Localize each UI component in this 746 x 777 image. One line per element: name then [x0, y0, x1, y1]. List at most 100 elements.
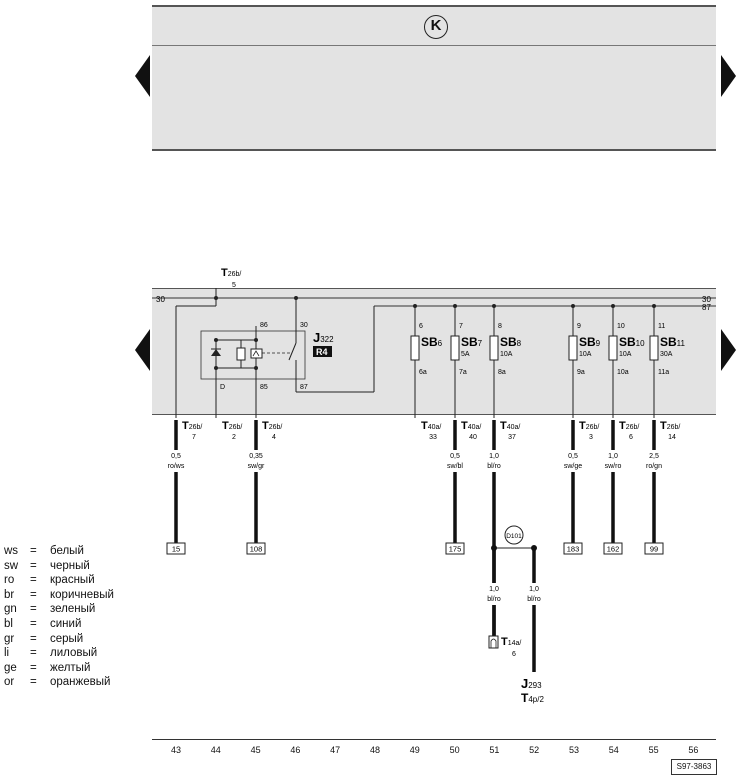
- wire-color: sw/gr: [248, 463, 265, 470]
- connector-6: T26b/3: [579, 420, 599, 441]
- fuse-icon: [489, 335, 499, 361]
- legend-code: ro: [4, 574, 15, 587]
- wire-4: 0,5sw/ge: [559, 420, 587, 543]
- header-divider: [152, 45, 716, 46]
- wire-8: 1,0 bl/ro: [520, 548, 548, 672]
- prev-page-arrow-icon[interactable]: [135, 329, 150, 371]
- legend-row: ws=белый: [4, 544, 114, 559]
- ref-number: 99: [650, 545, 658, 554]
- connector-pin: 2: [232, 434, 236, 441]
- column-number: 54: [608, 745, 619, 755]
- wire-6: 2,5ro/gn: [640, 420, 668, 543]
- ground-symbol-icon: K: [424, 15, 448, 39]
- legend-name: синий: [50, 617, 82, 630]
- column-number: 45: [250, 745, 261, 755]
- legend-row: ro=красный: [4, 573, 114, 588]
- column-number: 46: [290, 745, 301, 755]
- connector-pin: 7: [192, 434, 196, 441]
- connector-label: T40a/: [461, 420, 481, 432]
- wire-size: 0,5: [171, 453, 181, 460]
- legend-row: bl=синий: [4, 617, 114, 632]
- ref-number: 108: [250, 545, 263, 554]
- rail-87-right-label: 87: [702, 303, 711, 312]
- wire-size: 1,0: [529, 586, 539, 593]
- fuse-output-pin: 9a: [577, 369, 585, 376]
- fuse-output-pin: 11a: [658, 369, 669, 376]
- ref-number: 15: [172, 545, 180, 554]
- fuse-input-pin: 7: [459, 323, 463, 330]
- wire-size: 2,5: [649, 453, 659, 460]
- legend-eq: =: [30, 647, 37, 660]
- connector-1: T26b/2: [222, 420, 242, 441]
- wire-size: 1,0: [489, 453, 499, 460]
- connector-pin: 6: [629, 434, 633, 441]
- rail-30-right-label: 30: [702, 295, 711, 304]
- ref-box[interactable]: 99: [644, 542, 664, 555]
- top-connector-label: T26b/: [221, 267, 241, 279]
- ref-box[interactable]: 162: [603, 542, 623, 555]
- legend-code: or: [4, 676, 15, 689]
- wire-size: 0,5: [450, 453, 460, 460]
- legend-eq: =: [30, 632, 37, 645]
- resistor-icon: [236, 347, 246, 361]
- relay-switch-icon: [288, 342, 297, 361]
- connector-pin: 3: [589, 434, 593, 441]
- legend-row: ge=желтый: [4, 661, 114, 676]
- prev-page-top-arrow-icon[interactable]: [135, 55, 150, 97]
- legend-eq: =: [30, 559, 37, 572]
- ref-box[interactable]: 108: [246, 542, 266, 555]
- legend-name: черный: [50, 559, 90, 572]
- wire-5: 1,0 sw/ro: [599, 420, 627, 543]
- legend-eq: =: [30, 676, 37, 689]
- legend-eq: =: [30, 588, 37, 601]
- fuse-group: 66aSB677aSB75A88aSB810A99aSB910A1010aSB1…: [410, 304, 686, 418]
- fuse-output-pin: 6a: [419, 369, 427, 376]
- relay-box: [200, 330, 306, 380]
- legend-code: sw: [4, 559, 19, 572]
- fuse-box-panel: [152, 288, 716, 415]
- wire-color: bl/ro: [487, 596, 501, 603]
- ref-box[interactable]: 15: [166, 542, 186, 555]
- fuse-output-pin: 10a: [617, 369, 629, 376]
- connector-pin: 4: [272, 434, 276, 441]
- relay-pin-87: 87: [300, 384, 308, 391]
- legend-name: серый: [50, 632, 84, 645]
- legend-code: br: [4, 588, 15, 601]
- component-j293-connector: T4p/2: [521, 691, 544, 705]
- connector-label: T26b/: [262, 420, 282, 432]
- fuse-rating: 30A: [660, 351, 673, 358]
- splice-dot: [491, 545, 497, 551]
- ref-box[interactable]: 183: [563, 542, 583, 555]
- connector-pin: 40: [469, 434, 477, 441]
- legend-eq: =: [30, 617, 37, 630]
- ref-number: 162: [607, 545, 620, 554]
- relay-pin-D: D: [220, 384, 225, 391]
- legend-code: ge: [4, 661, 17, 674]
- fuse-input-pin: 6: [419, 323, 423, 330]
- wire-color: sw/ro: [605, 463, 622, 470]
- wire-group: T26b/7 T26b/2 T26b/4 T40a/33 T40a/40 T40a/3 7 T…: [162, 420, 680, 672]
- ref-number: 175: [449, 545, 462, 554]
- connector-label: T40a/: [500, 420, 520, 432]
- column-number: 51: [489, 745, 500, 755]
- ref-box[interactable]: 175: [445, 542, 465, 555]
- next-page-arrow-icon[interactable]: [721, 329, 736, 371]
- legend-eq: =: [30, 661, 37, 674]
- connector-0: T26b/7: [182, 420, 202, 441]
- legend-name: оранжевый: [50, 676, 111, 689]
- legend-row: or = оранжевый: [4, 675, 114, 690]
- connector-pin: 14: [668, 434, 676, 441]
- wire-color: bl/ro: [527, 596, 541, 603]
- wire-color: sw/ge: [564, 463, 582, 470]
- connector-3: T40a/33: [421, 420, 441, 441]
- wire-size: 0,35: [249, 453, 263, 460]
- wire-size: 1,0: [608, 453, 618, 460]
- drawing-code: S97-3863: [671, 759, 717, 775]
- ref-number: 183: [567, 545, 580, 554]
- fuse-label: SB9: [579, 335, 601, 349]
- next-page-top-arrow-icon[interactable]: [721, 55, 736, 97]
